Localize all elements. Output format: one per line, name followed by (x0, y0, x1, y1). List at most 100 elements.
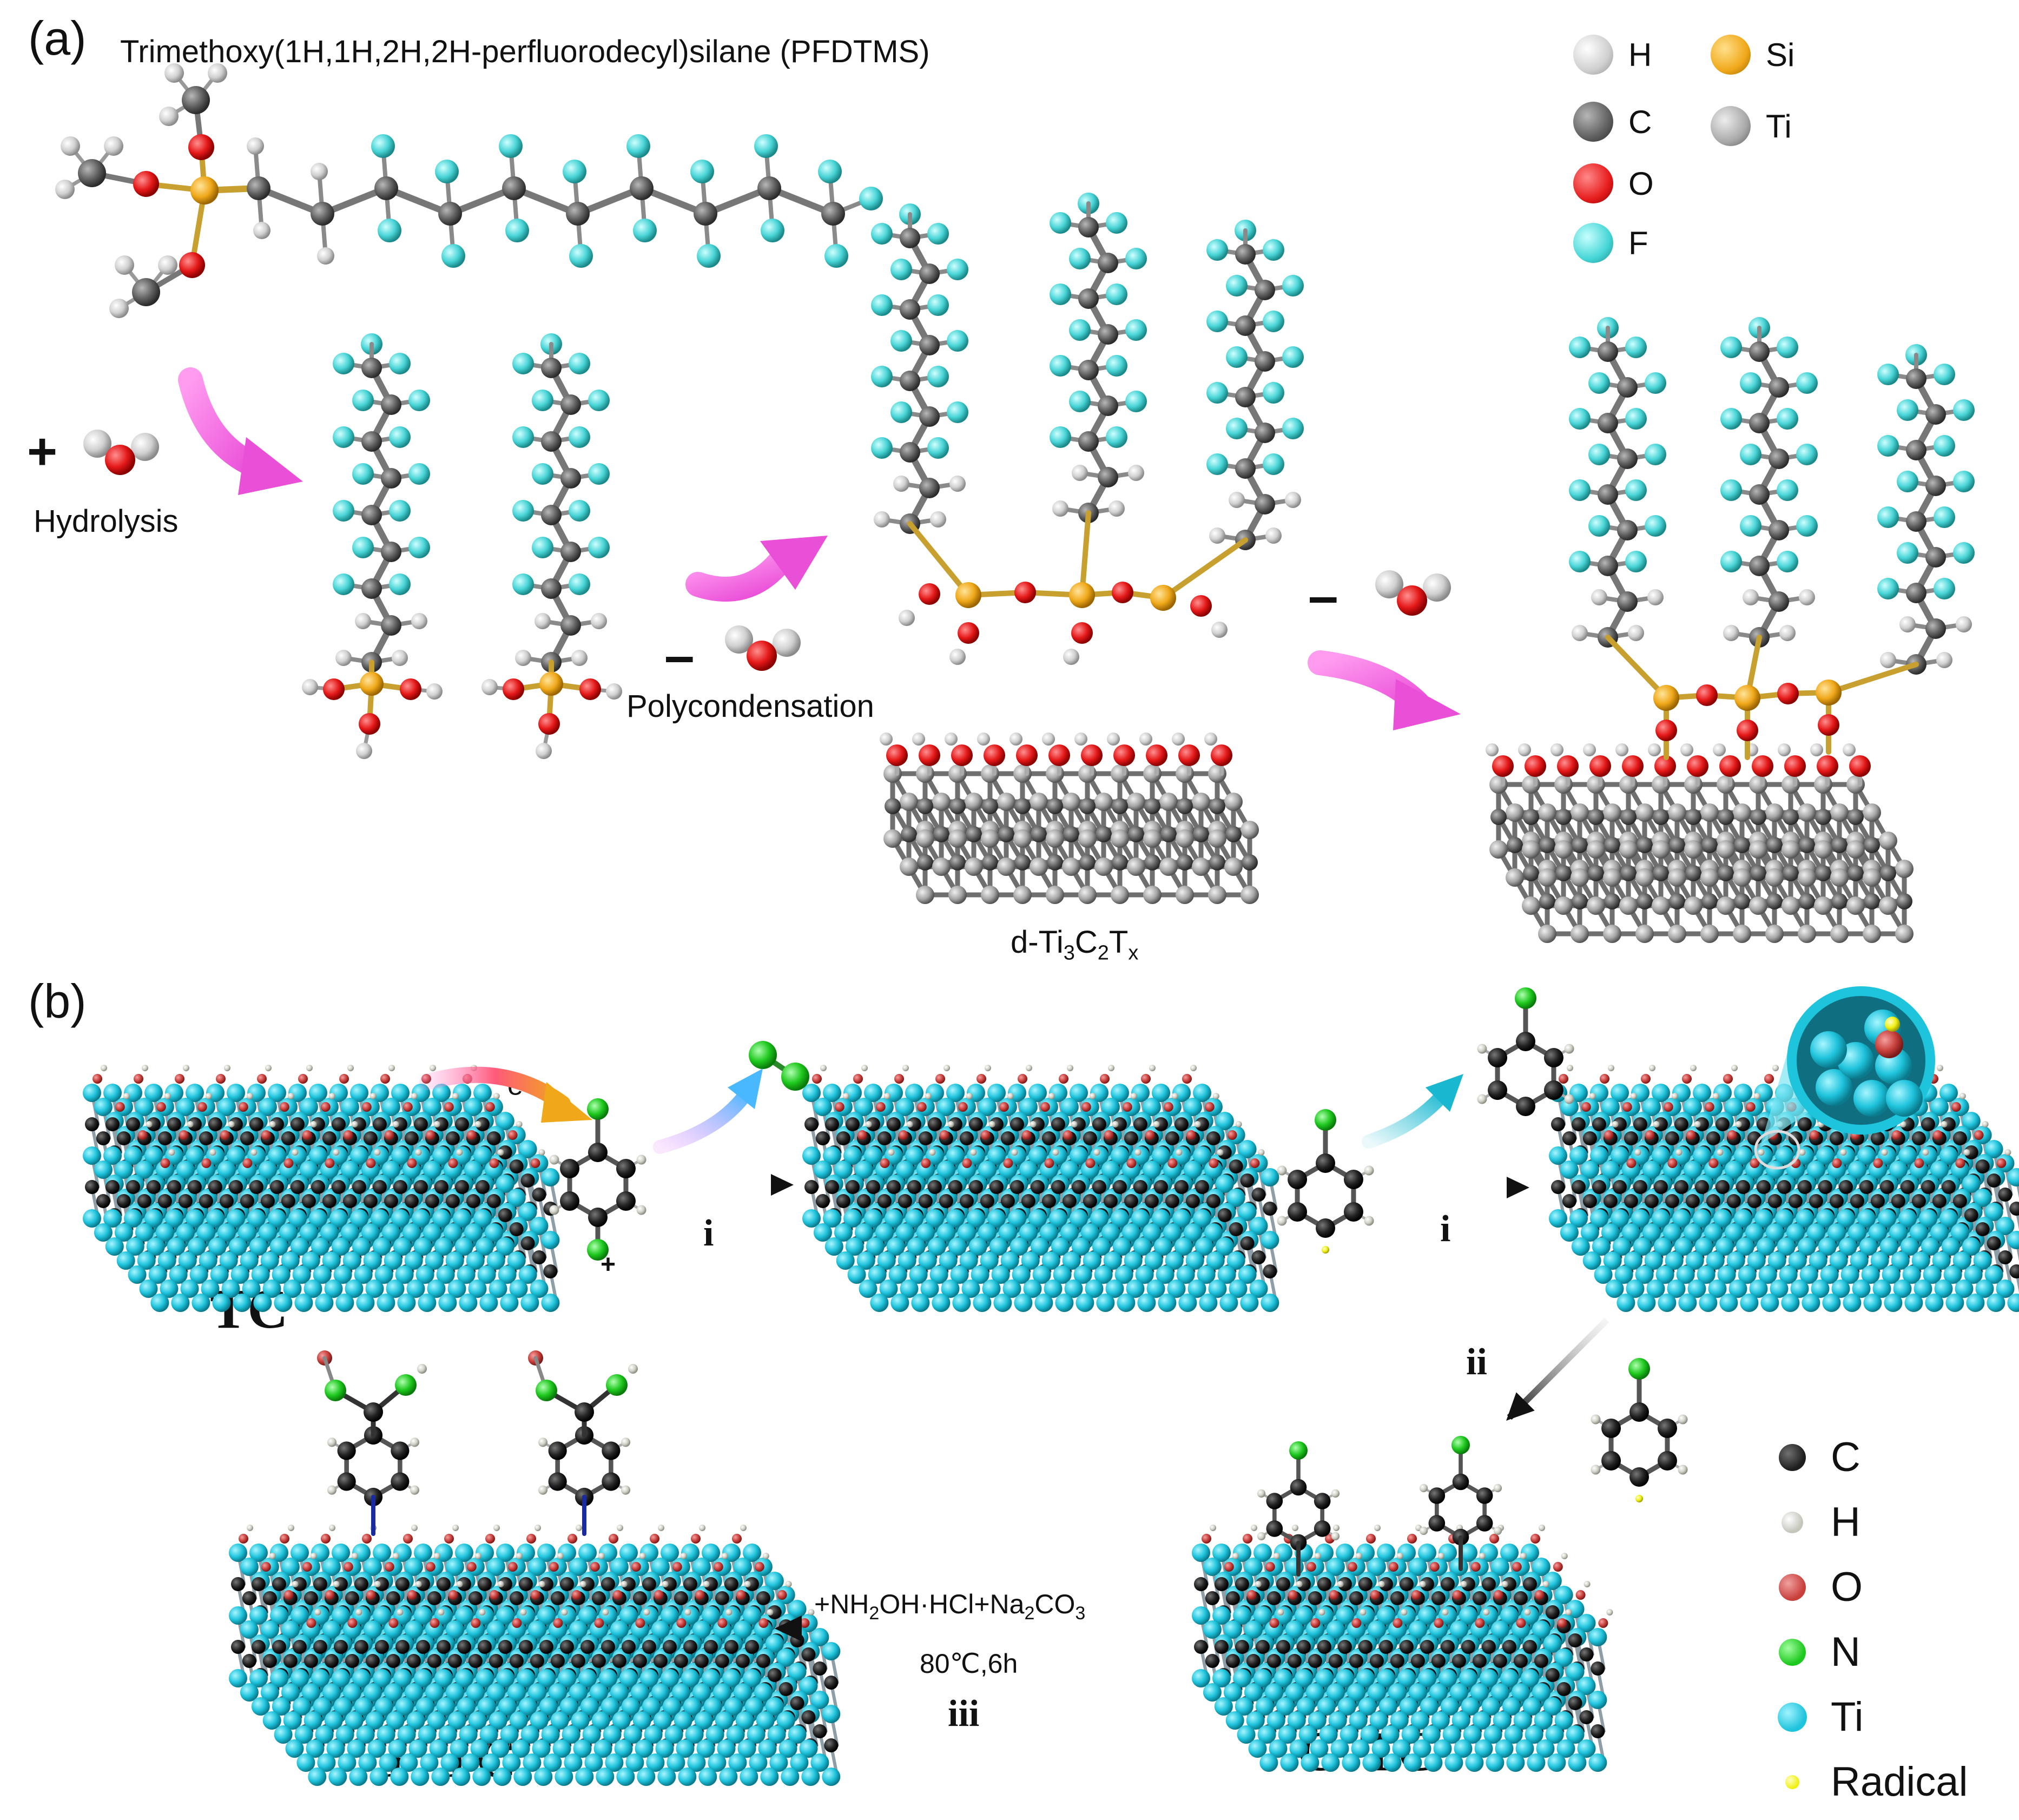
ti-atom (1261, 1168, 1279, 1186)
ti-atom (217, 1223, 236, 1242)
c-atom (1818, 1180, 1832, 1194)
grafted-pfdtms-chains (1569, 317, 1975, 760)
ti-atom (1094, 858, 1113, 876)
ti-atom (936, 1098, 955, 1116)
c-atom (381, 394, 401, 415)
o-atom (1411, 1590, 1421, 1600)
o-atom (179, 1130, 189, 1140)
c-atom (270, 1180, 284, 1194)
c-atom (1598, 484, 1618, 505)
c-atom (1572, 1180, 1586, 1194)
h-atom (1360, 1609, 1367, 1615)
ti-atom (678, 1768, 697, 1786)
c-atom (1925, 618, 1946, 639)
ti-atom (1684, 840, 1703, 859)
c-atom (571, 1654, 585, 1668)
h-atom (1542, 1581, 1549, 1587)
o-atom (1393, 1618, 1403, 1628)
ti-atom (1506, 1753, 1525, 1772)
n-atom (587, 1098, 609, 1120)
h-atom (1419, 1581, 1426, 1587)
f-atom (1569, 551, 1591, 572)
ti-atom (1814, 896, 1832, 915)
c-atom (1523, 865, 1539, 881)
h-atom (158, 255, 177, 275)
o-atom (1600, 1074, 1609, 1084)
c-atom (1657, 1419, 1677, 1438)
f-atom (1588, 444, 1610, 465)
h-atom (1235, 1121, 1242, 1127)
ti-atom (1538, 925, 1556, 943)
f-atom (1206, 239, 1228, 261)
o-atom (1351, 1618, 1362, 1628)
f-atom (1282, 275, 1304, 296)
o-atom (1626, 1158, 1637, 1168)
ti-atom (1159, 793, 1178, 811)
f-atom (389, 353, 411, 374)
o-atom (530, 1158, 540, 1168)
ti-atom (299, 1223, 318, 1242)
ti-atom (1814, 840, 1832, 859)
h-atom (1493, 1526, 1502, 1535)
o-atom (1493, 1590, 1503, 1600)
ti-atom (1527, 1753, 1546, 1772)
ti-atom (1904, 1294, 1923, 1312)
ti-atom (1127, 858, 1145, 876)
c-atom (476, 1117, 490, 1131)
h-atom (265, 1065, 272, 1071)
ti-atom (1215, 1175, 1234, 1193)
c-atom (601, 1640, 615, 1654)
c-atom (1579, 1647, 1594, 1661)
f-atom (1588, 515, 1610, 537)
c-atom (311, 1180, 325, 1194)
diazonium-molecule (549, 1098, 646, 1261)
c-atom (1783, 809, 1799, 825)
ti-atom (1658, 1294, 1677, 1312)
ti-atom (978, 1160, 997, 1179)
h-atom (1442, 1609, 1449, 1615)
c-atom (1516, 1032, 1535, 1051)
c-atom (240, 1131, 254, 1145)
ti-atom (596, 1768, 615, 1786)
ti-atom (219, 1251, 238, 1270)
step-i-arrow-2 (1401, 1177, 1529, 1198)
c-atom (354, 1577, 368, 1591)
ti-atom (242, 1280, 261, 1298)
c-atom (1165, 1194, 1179, 1208)
c-atom (1420, 1640, 1434, 1654)
ti-atom (1280, 1753, 1299, 1772)
c-atom (541, 505, 562, 525)
c-atom (1287, 1654, 1302, 1668)
n-atom (395, 1374, 417, 1396)
ti-atom (199, 1251, 217, 1270)
ti-atom (1863, 1294, 1882, 1312)
f-atom (588, 537, 610, 558)
ti-atom (303, 1280, 322, 1298)
c-atom (1358, 1577, 1373, 1591)
c-atom (281, 1131, 295, 1145)
ti-atom (1111, 1084, 1129, 1102)
ti-atom (94, 1223, 113, 1242)
c-atom (919, 478, 940, 498)
c-atom (877, 1194, 892, 1208)
c-atom (1266, 1493, 1283, 1509)
o-atom (1530, 1534, 1540, 1544)
c-atom (642, 1577, 656, 1591)
c-atom (1734, 893, 1750, 909)
f-atom (333, 573, 354, 595)
ti-atom (160, 1280, 179, 1298)
c-atom (468, 1591, 483, 1605)
f-atom (1069, 248, 1091, 269)
h-atom (1565, 1609, 1572, 1615)
o-atom (1534, 1590, 1545, 1600)
ti-atom (301, 1251, 320, 1270)
ti-atom (228, 1237, 247, 1256)
c-atom (78, 159, 106, 187)
o-atom (1955, 1158, 1965, 1168)
o-atom (507, 1562, 518, 1572)
ti-atom (870, 1294, 889, 1312)
c-atom (1209, 854, 1225, 871)
f-atom (569, 573, 590, 595)
f-atom (389, 573, 411, 595)
f-atom (1628, 625, 1644, 641)
